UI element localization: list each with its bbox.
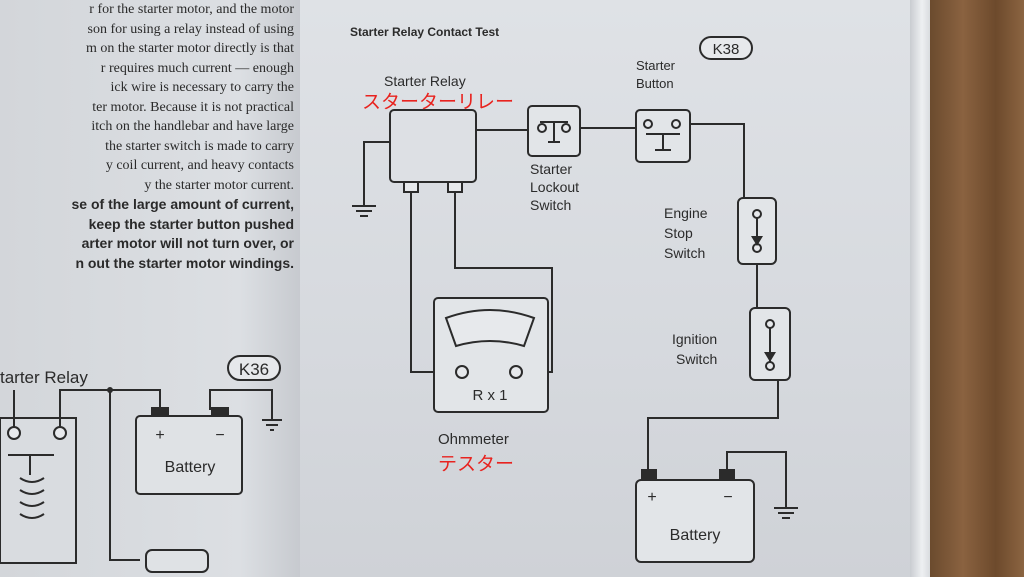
left-paragraph: r for the starter motor, and the motor s… [0,0,300,273]
k38-meter-jack [455,365,469,379]
k38-arrow [751,236,763,246]
k38-ignition-label: Switch [676,351,717,367]
k36-plus: + [155,427,164,444]
k38-battery-terminal [641,469,657,481]
k38-meter-jack [509,365,523,379]
wood-table [930,0,1024,577]
text-line: itch on the handlebar and have large [91,119,294,134]
warning-line: se of the large amount of current, [71,196,294,212]
k38-contact [643,119,653,129]
k38-engine-stop-label: Engine [664,205,708,221]
k36-badge: K36 [239,360,269,379]
k38-engine-stop-label: Switch [664,245,705,261]
text-line: m on the starter motor directly is that [85,41,294,56]
k38-badge-frame [699,36,753,60]
k38-ground-symbol [774,507,798,519]
k38-meter-dial [444,309,536,348]
k38-ignition-label: Ignition [672,331,717,347]
k38-meter-range: R x 1 [472,387,507,404]
k38-contact [765,361,775,371]
text-line: ick wire is necessary to carry the [110,80,294,95]
k38-wire [647,380,779,470]
k38-battery-terminal [719,469,735,481]
k38-title: Starter Relay Contact Test [350,25,499,39]
k38-relay-terminal [447,181,463,193]
text-line: ter motor. Because it is not practical [92,99,294,115]
figure-k36: K36 tarter Relay Battery + − [0,355,282,573]
k38-wire [690,123,745,198]
k38-relay-box [389,109,477,183]
k38-relay-jp-label: スターターリレー [362,91,514,113]
k38-tester-jp-label: テスター [438,453,514,475]
text-line: y the starter motor current. [144,177,294,193]
k36-junction-dot [107,387,113,393]
k38-button-label: Button [636,76,674,91]
k38-contact [765,319,775,329]
text-line: son for using a relay instead of using [87,21,294,37]
k38-wire [726,451,787,508]
k36-battery [135,415,243,495]
k36-ground-symbol [262,419,282,431]
k36-minus: − [215,427,224,444]
k38-lockout-label: Starter [530,161,572,177]
k38-switch-plunger [646,133,680,151]
k38-battery [635,479,755,563]
text-line: the starter switch is made to carry [105,138,294,154]
k36-fuse [145,549,209,573]
k38-contact [561,123,571,133]
text-line: r requires much current — enough [100,60,294,76]
k38-ohmmeter-label: Ohmmeter [438,431,509,448]
k36-battery-terminal [151,407,169,417]
k36-battery-terminal [211,407,229,417]
k38-contact [537,123,547,133]
k38-lockout-label: Switch [530,197,571,213]
k38-battery-minus: − [723,489,732,506]
k36-relay-label: tarter Relay [0,368,88,387]
k38-engine-stop-label: Stop [664,225,693,241]
k36-battery-label: Battery [165,459,216,476]
k38-battery-label: Battery [670,527,721,544]
k38-switch-plunger [540,121,568,143]
k36-wire [109,389,273,561]
k38-contact [671,119,681,129]
k36-badge-frame [227,355,281,381]
text-line: r for the starter motor, and the motor [89,2,294,17]
k38-contact [752,209,762,219]
k38-ground-symbol [352,205,376,217]
k38-relay-terminal [403,181,419,193]
k38-battery-plus: + [647,489,656,506]
warning-line: n out the starter motor windings. [75,254,294,271]
k38-badge: K38 [713,41,740,58]
k38-button-label: Starter [636,58,676,73]
k36-wire [13,389,110,427]
text-line: y coil current, and heavy contacts [105,158,294,173]
k36-relay-coil [8,454,54,519]
warning-line: keep the starter button pushed [88,215,294,232]
k38-lockout-label: Lockout [530,179,579,195]
right-page [300,0,940,577]
k36-relay-box [0,417,77,564]
k38-relay-label: Starter Relay [384,73,466,89]
warning-line: arter motor will not turn over, or [81,235,294,251]
k38-ground-wire [363,141,390,206]
k38-arrow [764,352,776,362]
